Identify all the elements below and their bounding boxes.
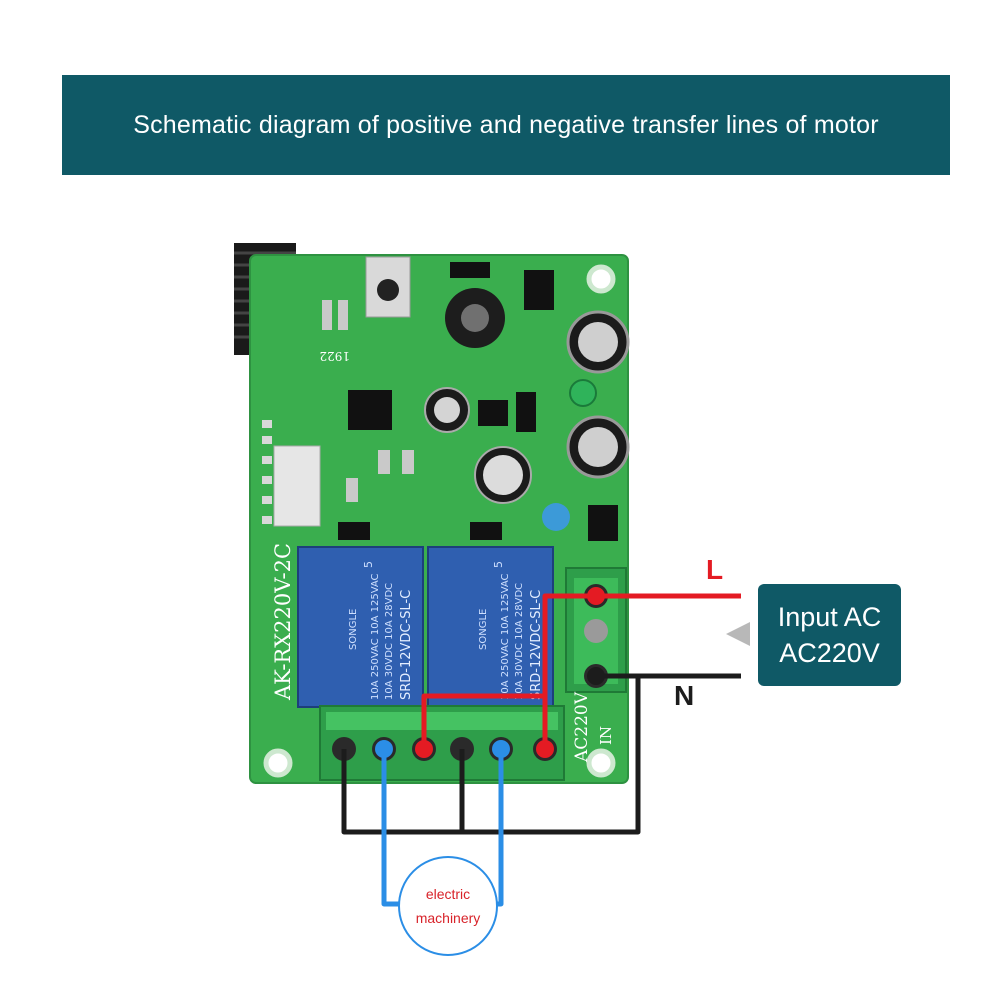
live-output-dot-2 [536, 740, 554, 758]
neutral-wire [341, 673, 741, 835]
title-banner: Schematic diagram of positive and negati… [62, 75, 950, 175]
banner-title: Schematic diagram of positive and negati… [133, 110, 879, 139]
relay-2-number: 5 [492, 561, 505, 568]
relay-1-brand: SONGLE [348, 609, 359, 650]
pcb-code-text: 1922 [319, 349, 350, 363]
relay-1-number: 5 [362, 561, 375, 568]
electric-machinery-circle: electric machinery [398, 856, 498, 956]
live-terminal-dot [587, 587, 605, 605]
live-label: L [706, 554, 724, 585]
input-ac-line2: AC220V [779, 638, 880, 668]
pcb-components [262, 256, 630, 541]
terminal-in-label: IN [597, 726, 615, 745]
output-terminal-block [319, 705, 565, 781]
relay-2-line2: 10A 30VDC 10A 28VDC [514, 583, 525, 700]
mounting-holes [263, 264, 616, 778]
relay-2-brand: SONGLE [478, 609, 489, 650]
relay-2-line1: 10A 250VAC 10A 125VAC [500, 573, 511, 700]
pcb-model-text: AK-RX220V-2C [271, 543, 295, 701]
motor-output-dot-2 [492, 740, 510, 758]
relay-1: SONGLE 10A 250VAC 10A 125VAC 10A 30VDC 1… [297, 546, 424, 708]
terminal-ac220v-label: AC220V [572, 691, 592, 763]
relay-2-model: SRD-12VDC-SL-C [529, 590, 544, 700]
relay-1-line2: 10A 30VDC 10A 28VDC [384, 583, 395, 700]
motor-label-line2: machinery [415, 910, 481, 926]
live-wire [421, 593, 741, 749]
relay-1-line1: 10A 250VAC 10A 125VAC [370, 573, 381, 700]
input-pointer-arrow [726, 622, 750, 646]
motor-output-dot-1 [375, 740, 393, 758]
input-ac-line1: Input AC [777, 602, 882, 632]
input-ac-box: Input AC AC220V [758, 584, 901, 686]
relay-1-model: SRD-12VDC-SL-C [399, 590, 414, 700]
neutral-terminal-dot [587, 667, 605, 685]
neutral-label: N [674, 680, 695, 711]
terminal-middle-screw [584, 619, 608, 643]
live-output-dot-1 [415, 740, 433, 758]
relay-2: SONGLE 10A 250VAC 10A 125VAC 10A 30VDC 1… [427, 546, 554, 708]
motor-label-line1: electric [425, 886, 471, 902]
